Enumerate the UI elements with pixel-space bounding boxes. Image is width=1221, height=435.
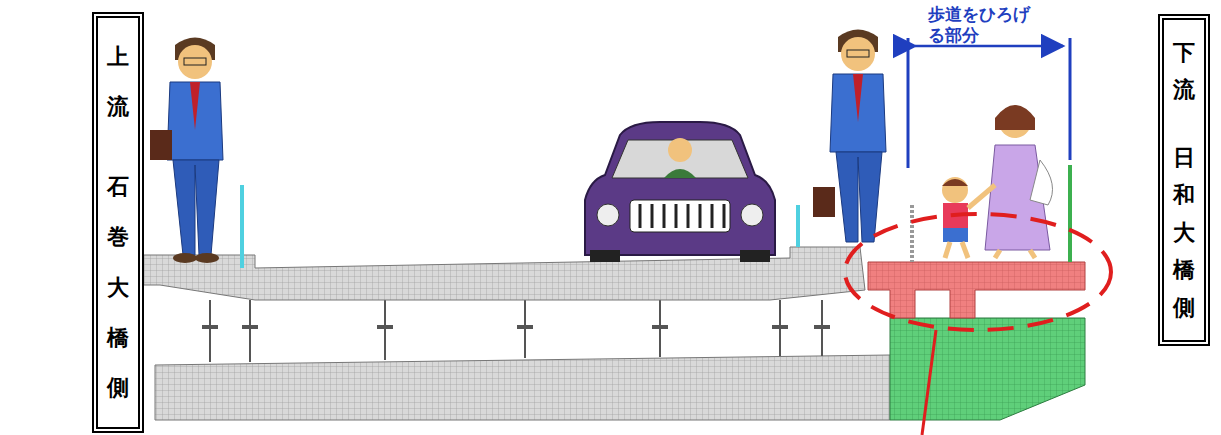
- pedestrian: [985, 105, 1053, 258]
- pedestrian: [813, 30, 886, 243]
- dimension-arrow: [908, 38, 1070, 168]
- child: [942, 177, 995, 258]
- vertical-text: 下流: [1173, 34, 1195, 109]
- vertical-text: 日和大橋側: [1173, 139, 1195, 326]
- side-label-box: 下流日和大橋側: [1158, 14, 1210, 346]
- hangers: [210, 300, 822, 362]
- lower-slab: [155, 355, 890, 420]
- vertical-text: 石巻大橋側: [107, 162, 129, 413]
- leader-line: [922, 330, 936, 435]
- side-label-box: 上流石巻大橋側: [92, 12, 144, 433]
- dimension-label: 歩道をひろげる部分: [928, 4, 1040, 47]
- highlight-ellipse: [845, 214, 1111, 330]
- pedestrian: [150, 38, 223, 264]
- new-substructure: [890, 318, 1085, 420]
- sidewalk-extension: [868, 262, 1085, 318]
- car: [585, 122, 775, 262]
- vertical-text: 上流: [107, 32, 129, 132]
- deck-slab: [122, 247, 865, 300]
